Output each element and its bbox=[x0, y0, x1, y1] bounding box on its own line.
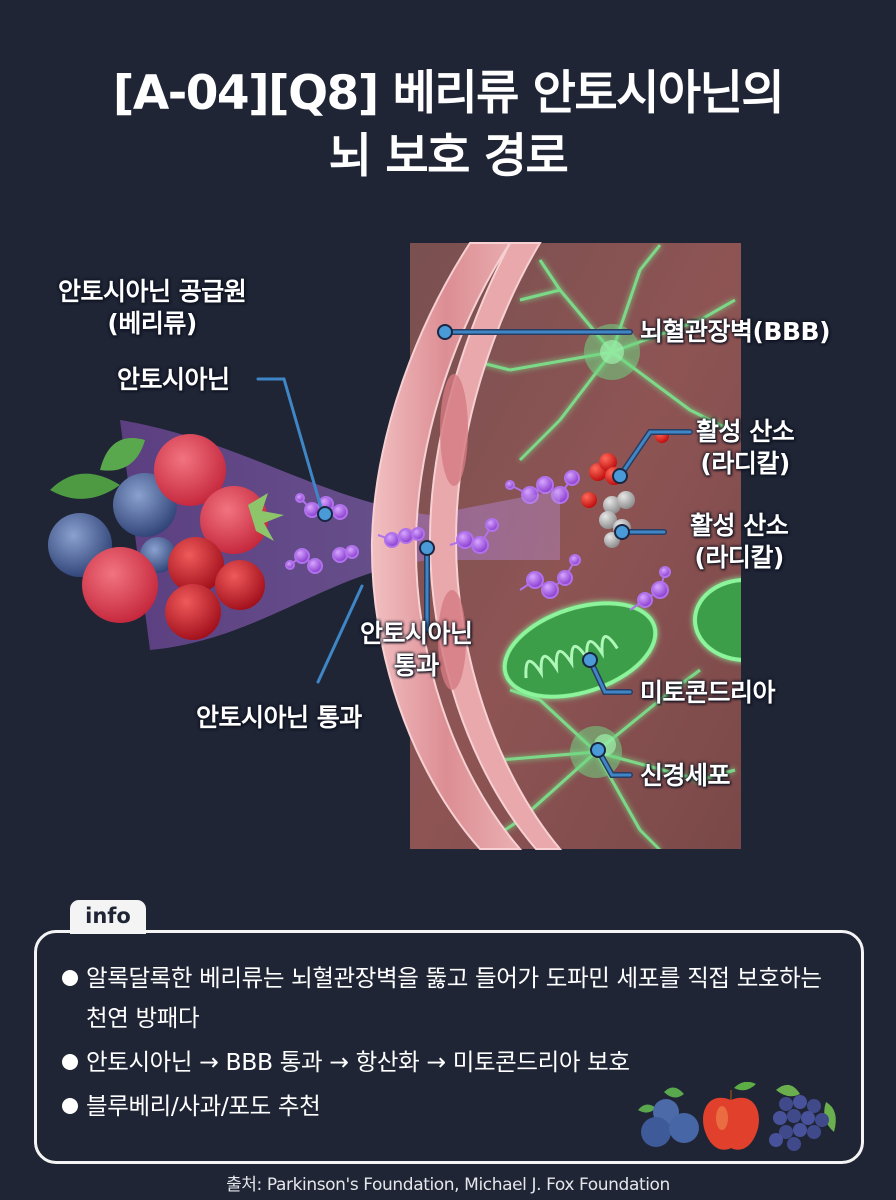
pathway-diagram: 안토시아닌 공급원 (베리류) 안토시아닌 안토시아닌 통과 안토시아닌 통과 … bbox=[0, 240, 896, 855]
bullet-item: 블루베리/사과/포도 추천 bbox=[60, 1086, 830, 1126]
bullet-dot-icon bbox=[62, 970, 78, 986]
info-bullets: 알록달록한 베리류는 뇌혈관장벽을 뚫고 들어가 도파민 세포를 직접 보호하는… bbox=[60, 958, 830, 1130]
fruit-icons bbox=[638, 1082, 836, 1151]
info-tab: info bbox=[70, 900, 146, 934]
blueberry-icon bbox=[638, 1087, 699, 1147]
info-box bbox=[34, 930, 864, 1164]
label-anthocyanin-passage-center: 안토시아닌 통과 bbox=[360, 619, 473, 680]
bullet-dot-icon bbox=[62, 1098, 78, 1114]
callout-lines bbox=[256, 330, 692, 777]
callout-dots bbox=[317, 324, 630, 758]
label-ros-2: 활성 산소 (라디칼) bbox=[690, 511, 789, 572]
label-anthocyanin-source: 안토시아닌 공급원 (베리류) bbox=[58, 277, 247, 338]
label-neuron: 신경세포 bbox=[640, 761, 731, 790]
bullet-item: 알록달록한 베리류는 뇌혈관장벽을 뚫고 들어가 도파민 세포를 직접 보호하는… bbox=[60, 958, 830, 1038]
label-anthocyanin: 안토시아닌 bbox=[117, 365, 230, 394]
apple-icon bbox=[703, 1082, 759, 1150]
berries-illustration bbox=[48, 434, 284, 640]
page-title: [A-04][Q8] 베리류 안토시아닌의 뇌 보호 경로 bbox=[0, 62, 896, 188]
label-anthocyanin-passage-left: 안토시아닌 통과 bbox=[196, 703, 362, 732]
molecule-icon bbox=[285, 493, 499, 574]
label-ros-1: 활성 산소 (라디칼) bbox=[696, 417, 795, 478]
grape-icon bbox=[769, 1084, 836, 1151]
label-mitochondria: 미토콘드리아 bbox=[640, 678, 776, 707]
title-line-1: [A-04][Q8] 베리류 안토시아닌의 bbox=[112, 66, 785, 121]
title-line-2: 뇌 보호 경로 bbox=[328, 129, 569, 184]
label-bbb: 뇌혈관장벽(BBB) bbox=[640, 317, 831, 346]
source-citation: 출처: Parkinson's Foundation, Michael J. F… bbox=[226, 1175, 670, 1195]
vessel-wall-illustration bbox=[370, 242, 563, 850]
diagram-artwork bbox=[48, 242, 741, 850]
bullet-dot-icon bbox=[62, 1054, 78, 1070]
mitochondria-illustration bbox=[502, 578, 741, 699]
bullet-item: 안토시아닌 → BBB 통과 → 항산화 → 미토콘드리아 보호 bbox=[60, 1042, 830, 1082]
